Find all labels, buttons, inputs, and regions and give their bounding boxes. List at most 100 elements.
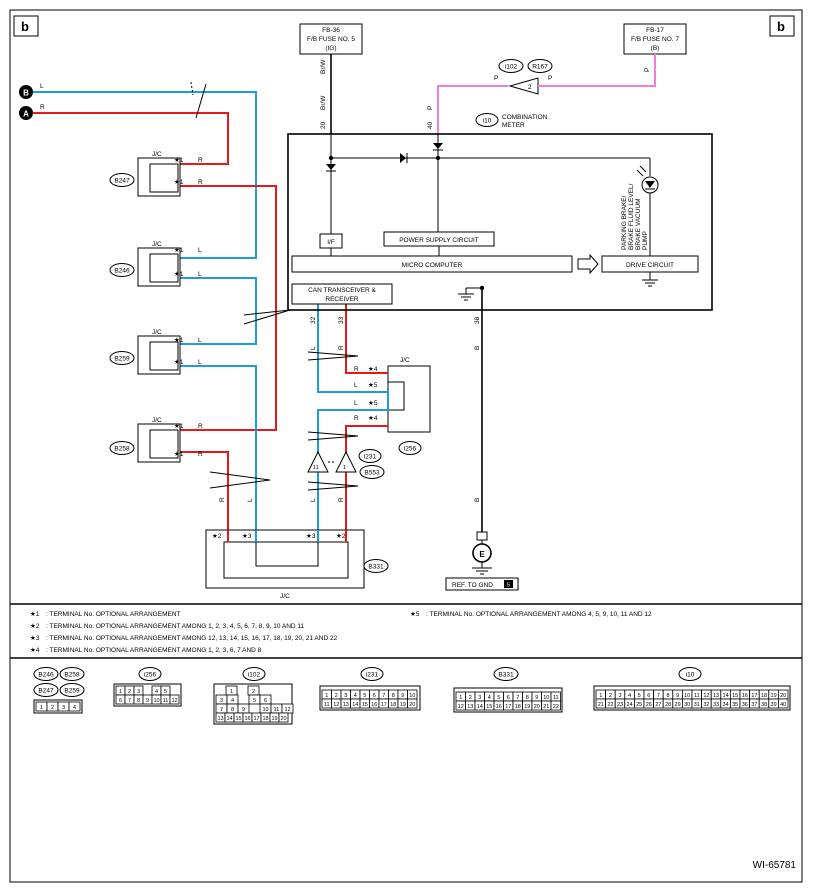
- label-l-b331-left: L: [247, 498, 254, 502]
- svg-text:i256: i256: [144, 672, 157, 679]
- svg-text:L: L: [198, 359, 202, 366]
- svg-text:★2: ★2: [212, 533, 222, 540]
- svg-text:(IG): (IG): [325, 45, 336, 52]
- connector-outline: [33, 699, 83, 714]
- pin-number: 3: [344, 693, 347, 699]
- svg-text:2: 2: [528, 84, 532, 91]
- pin-number: 15: [486, 704, 492, 710]
- pin-number: 6: [119, 698, 122, 704]
- pin-number: 20: [280, 716, 286, 722]
- svg-text:J/C: J/C: [152, 151, 162, 158]
- svg-text:L: L: [198, 271, 202, 278]
- svg-text:1: 1: [343, 465, 346, 471]
- lamp-label-3: BRAKE VACUUM: [635, 198, 642, 250]
- twist-mark-center-bottom: [307, 481, 359, 491]
- pin-number: 6: [264, 698, 267, 704]
- pin-number: 25: [636, 702, 642, 708]
- pin-number: 18: [390, 702, 396, 708]
- pin-number: 17: [505, 704, 511, 710]
- pin-number: 5: [638, 693, 641, 699]
- svg-text:★1: ★1: [174, 271, 184, 278]
- svg-text:FB-17: FB-17: [646, 27, 664, 34]
- svg-text:R: R: [354, 366, 359, 373]
- pin-number: 16: [371, 702, 377, 708]
- svg-text:★4: ★4: [368, 366, 378, 373]
- micro-computer-label: MICRO COMPUTER: [402, 262, 463, 269]
- can-label-2: RECEIVER: [325, 296, 359, 303]
- pin-number: 18: [262, 716, 268, 722]
- pin-number: 27: [655, 702, 661, 708]
- label-r-b331-right: R: [338, 497, 345, 502]
- pin-number: 14: [477, 704, 483, 710]
- svg-text:★1: ★1: [174, 157, 184, 164]
- pin-number: 34: [723, 702, 729, 708]
- label-gnd-b-2: B: [474, 498, 481, 502]
- wire-p-meter: [437, 85, 508, 134]
- pin-number: 10: [262, 707, 268, 713]
- pin-number: 8: [666, 693, 669, 699]
- pin-number: 13: [343, 702, 349, 708]
- svg-text:R: R: [198, 451, 203, 458]
- wire-l-b259-b331: [180, 365, 257, 530]
- jc-b259: J/C B259 ★1 L ★1 L: [109, 329, 202, 375]
- label-p-3: P: [494, 75, 498, 82]
- pin-number: 32: [703, 702, 709, 708]
- pin-38: 38: [474, 316, 481, 324]
- pin-number: 13: [467, 704, 473, 710]
- diode-ig: [326, 164, 336, 170]
- svg-text:★5: ★5: [410, 611, 420, 618]
- wire-r-b247-b258: [180, 185, 277, 431]
- svg-text:L: L: [354, 382, 358, 389]
- corner-label-left: b: [21, 19, 29, 34]
- svg-text:(B): (B): [651, 45, 660, 52]
- pin-number: 20: [409, 702, 415, 708]
- pin-number: 17: [253, 716, 259, 722]
- pin-number: 3: [220, 698, 223, 704]
- svg-text:i10: i10: [686, 672, 695, 679]
- pin-number: 17: [751, 693, 757, 699]
- svg-text:i231: i231: [366, 672, 379, 679]
- pin-number: 23: [617, 702, 623, 708]
- pin-number: 16: [496, 704, 502, 710]
- pin-number: 14: [226, 716, 232, 722]
- pin-number: 20: [534, 704, 540, 710]
- svg-text:★5: ★5: [368, 400, 378, 407]
- pin-number: 5: [253, 698, 256, 704]
- twist-mark-center-mid: [307, 431, 359, 441]
- pin-number: 8: [526, 695, 529, 701]
- lamp-label-1: PARKING BRAKE/: [621, 195, 628, 250]
- label-brw-1: Br/W: [320, 59, 327, 74]
- wire-p-fuse: [560, 54, 656, 87]
- pin-number: 4: [73, 705, 76, 711]
- svg-text:B258: B258: [114, 446, 130, 453]
- pin-number: 10: [153, 698, 159, 704]
- svg-text:B259: B259: [114, 356, 130, 363]
- pin-number: 35: [732, 702, 738, 708]
- pin-number: 5: [363, 693, 366, 699]
- jc-i256: J/C i256 R ★4 L ★5 L ★5 R ★4: [354, 357, 431, 455]
- pin-number: 2: [609, 693, 612, 699]
- pin-number: 36: [742, 702, 748, 708]
- wire-l-b246-b259: [180, 277, 257, 345]
- pin-number: 12: [284, 707, 290, 713]
- pin-number: 15: [732, 693, 738, 699]
- ground-e: E REF. TO GND 5: [445, 531, 519, 591]
- inline-connector-i102-r167: 2: [508, 77, 560, 95]
- pin-number: 16: [742, 693, 748, 699]
- svg-text:★3: ★3: [306, 533, 316, 540]
- pin-number: 4: [628, 693, 631, 699]
- connector-i102-tag: i102: [498, 59, 524, 73]
- svg-text:B331: B331: [498, 672, 514, 679]
- pin-number: 18: [515, 704, 521, 710]
- pin-number: 26: [646, 702, 652, 708]
- wire-r-b258-b331: [180, 451, 229, 530]
- pin-number: 20: [780, 693, 786, 699]
- connector-outline: [319, 685, 421, 711]
- svg-text:★1: ★1: [174, 451, 184, 458]
- jc-b258: J/C B258 ★1 R ★1 R: [109, 417, 203, 463]
- svg-text:★1: ★1: [174, 337, 184, 344]
- svg-text:J/C: J/C: [152, 417, 162, 424]
- pin-number: 21: [598, 702, 604, 708]
